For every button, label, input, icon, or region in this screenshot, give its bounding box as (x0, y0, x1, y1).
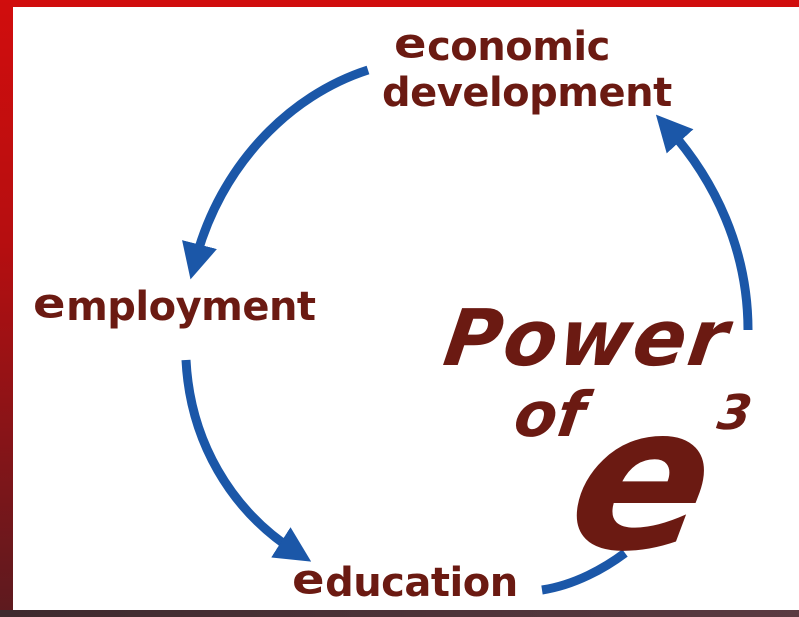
node-initial-e: e (292, 556, 325, 604)
diagram-panel (13, 7, 799, 610)
node-initial-e: e (33, 280, 66, 328)
bottom-frame-strip (0, 610, 799, 617)
node-label-line1: conomic (427, 24, 610, 70)
arrow-employment-to-education (181, 359, 312, 562)
arrow-economic-to-employment (182, 65, 370, 280)
node-label-line2: development (382, 70, 672, 116)
arrow-power-to-economic (655, 114, 753, 331)
node-label: mployment (66, 284, 316, 330)
arrow-education-to-economic (541, 549, 628, 595)
node-education: education (292, 556, 518, 606)
node-employment: employment (33, 280, 316, 330)
node-initial-e: e (394, 20, 427, 68)
title-of: of (509, 378, 590, 451)
node-label: ducation (325, 560, 518, 606)
node-economic-development: economic development (382, 20, 672, 113)
